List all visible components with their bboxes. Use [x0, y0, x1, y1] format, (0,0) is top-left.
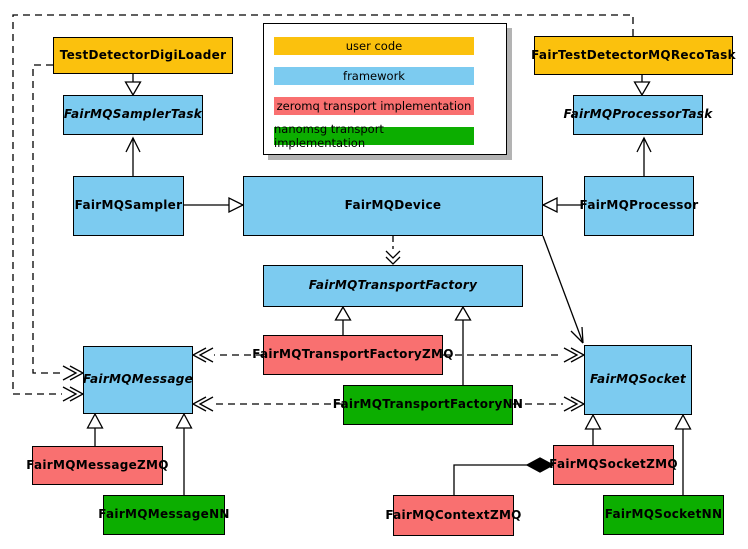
- edge-device-uses-socket: [542, 235, 584, 344]
- edge-socketzmq-extends-socket: [584, 413, 602, 445]
- node-fairtestdetectormqrecotask: FairTestDetectorMQRecoTask: [531, 36, 736, 75]
- edge-messagezmq-extends-message: [86, 412, 104, 446]
- node-fairmqtransportfactorynn: FairMQTransportFactoryNN: [333, 385, 523, 425]
- node-fairmqcontextzmq: FairMQContextZMQ: [385, 495, 521, 536]
- edge-device-uses-transportfactory: [385, 236, 401, 265]
- edge-tfnn-extends-transportfactory: [454, 305, 472, 385]
- edge-tfzmq-extends-transportfactory: [334, 305, 352, 335]
- node-fairmqsampler: FairMQSampler: [73, 176, 184, 236]
- node-fairmqsamplertask: FairMQSamplerTask: [63, 95, 203, 135]
- node-testdetectordigiloader: TestDetectorDigiLoader: [53, 37, 233, 74]
- edge-messagenn-extends-message: [175, 412, 193, 495]
- edge-socketnn-extends-socket: [674, 413, 692, 495]
- legend: user code framework zeromq transport imp…: [263, 23, 507, 155]
- legend-item-zeromq: zeromq transport implementation: [274, 97, 474, 115]
- node-fairmqtransportfactory: FairMQTransportFactory: [263, 265, 523, 307]
- edge-processor-extends-device: [541, 196, 583, 214]
- edge-processor-runs-processortask: [636, 136, 652, 176]
- edge-sampler-extends-device: [184, 196, 245, 214]
- node-fairmqmessagenn: FairMQMessageNN: [98, 495, 229, 535]
- node-fairmqmessage: FairMQMessage: [83, 346, 193, 414]
- node-fairmqsocketzmq: FairMQSocketZMQ: [549, 445, 678, 485]
- node-fairmqmessagezmq: FairMQMessageZMQ: [26, 446, 169, 485]
- node-fairmqsocketnn: FairMQSocketNN: [603, 495, 724, 535]
- legend-item-nanomsg: nanomsg transport implementation: [274, 122, 474, 150]
- edge-digiloader-extends-samplertask: [124, 74, 142, 97]
- node-fairmqprocessortask: FairMQProcessorTask: [563, 95, 712, 135]
- edge-tfzmq-creates-socket: [443, 347, 586, 363]
- node-fairmqdevice: FairMQDevice: [243, 176, 543, 236]
- edge-tfnn-creates-socket: [513, 396, 586, 412]
- edge-contextzmq-composed-socketzmq: [453, 457, 555, 495]
- legend-item-framework: framework: [274, 67, 474, 85]
- node-fairmqtransportfactoryzmq: FairMQTransportFactoryZMQ: [252, 335, 453, 375]
- edge-tfnn-creates-message: [191, 396, 343, 412]
- node-fairmqprocessor: FairMQProcessor: [580, 176, 698, 236]
- node-fairmqsocket: FairMQSocket: [584, 345, 692, 415]
- edge-sampler-runs-samplertask: [125, 136, 141, 176]
- edge-recotask-extends-processortask: [633, 75, 651, 97]
- legend-item-user-code: user code: [274, 37, 474, 55]
